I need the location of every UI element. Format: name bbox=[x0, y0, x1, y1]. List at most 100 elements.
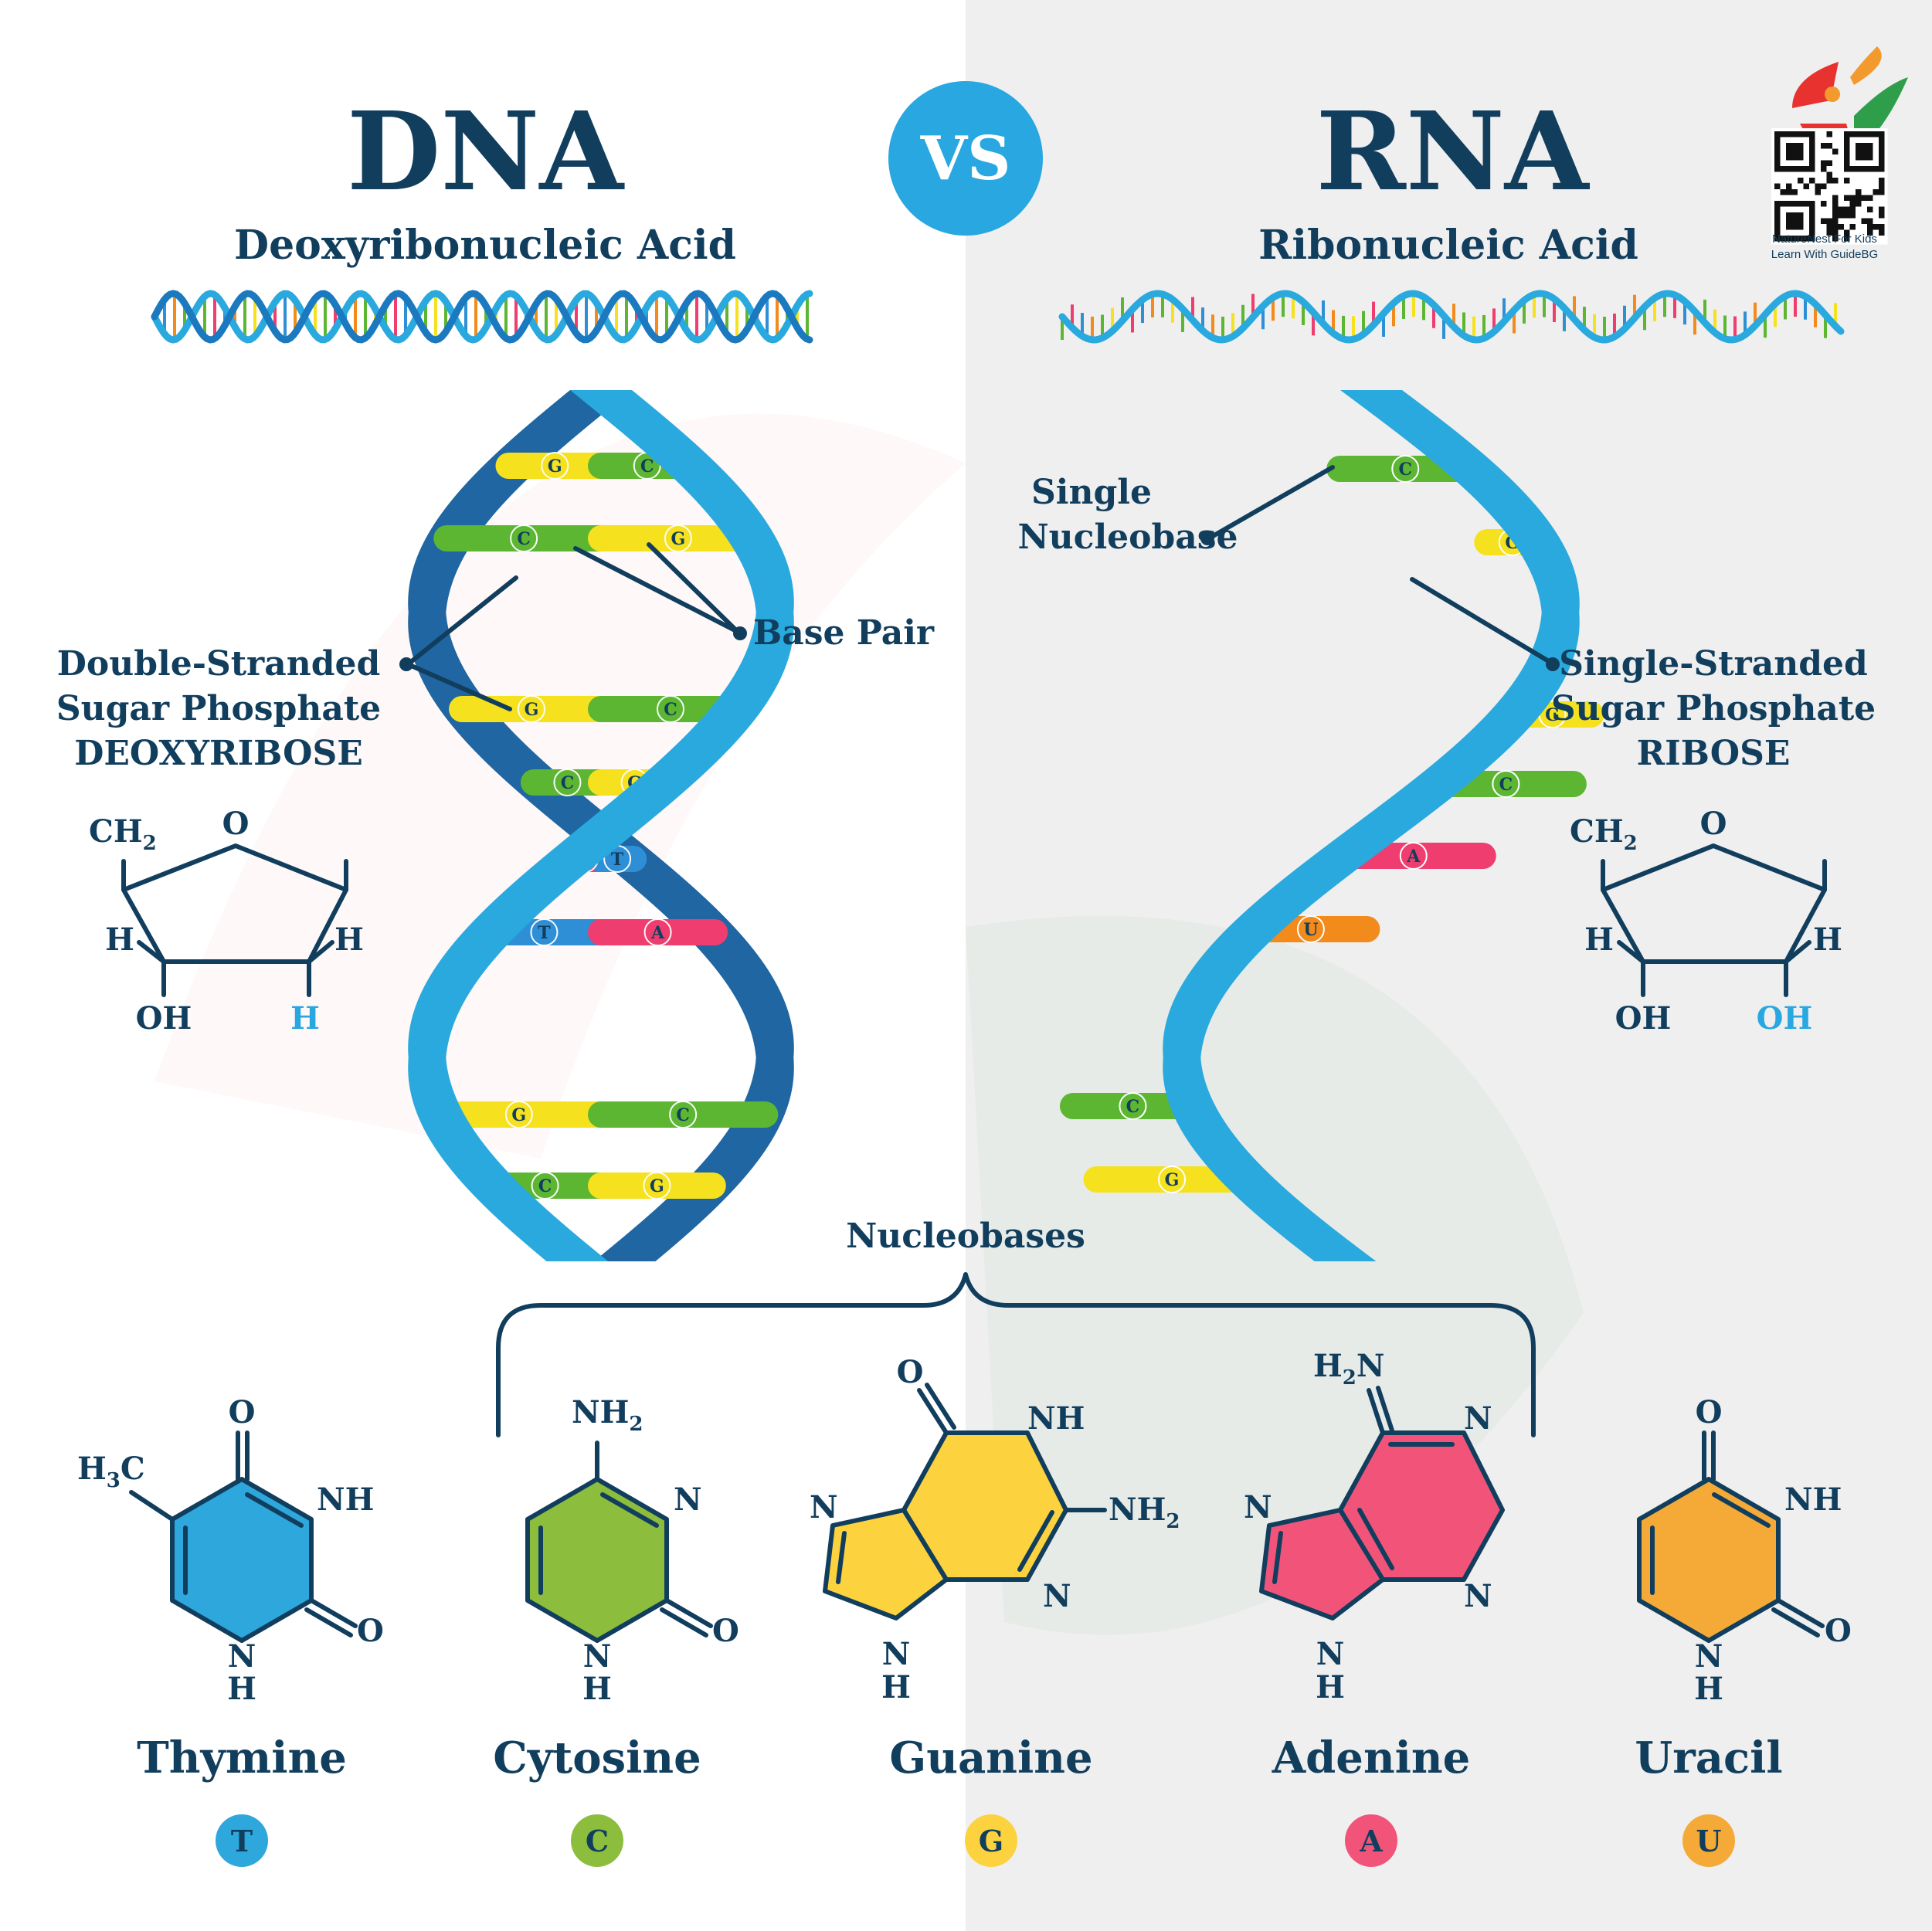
svg-text:H3C: H3C bbox=[77, 1451, 145, 1492]
rna-strip-illustration bbox=[1058, 290, 1845, 344]
rna-base-letter: C bbox=[1126, 1097, 1140, 1117]
svg-text:O: O bbox=[222, 806, 250, 842]
nucleobase-name: Cytosine bbox=[493, 1732, 701, 1783]
rna-base-letter: C bbox=[1499, 775, 1513, 795]
svg-text:N: N bbox=[1043, 1578, 1071, 1614]
svg-text:O: O bbox=[1825, 1613, 1852, 1649]
svg-text:H: H bbox=[1694, 1671, 1723, 1707]
rna-strand-label-3: RIBOSE bbox=[1637, 734, 1791, 773]
svg-text:N: N bbox=[674, 1481, 702, 1518]
svg-text:O: O bbox=[712, 1613, 739, 1649]
svg-text:NH2: NH2 bbox=[1109, 1492, 1180, 1533]
svg-text:H: H bbox=[1316, 1669, 1345, 1705]
brand-text: NatureNest For Kids Learn With GuideBG bbox=[1747, 232, 1902, 263]
qr-code bbox=[1771, 128, 1888, 245]
deoxyribose-structure: CH2 O H H OH H bbox=[89, 806, 364, 1037]
base-letter: G bbox=[525, 700, 539, 720]
vs-label: VS bbox=[920, 124, 1011, 194]
nucleobase-name: Thymine bbox=[137, 1732, 347, 1783]
svg-text:N: N bbox=[882, 1636, 911, 1672]
svg-text:H: H bbox=[1813, 921, 1842, 958]
svg-text:NH: NH bbox=[1027, 1400, 1085, 1437]
svg-text:O: O bbox=[229, 1394, 256, 1430]
uracil-structure: O NH O N H bbox=[1637, 1394, 1852, 1707]
svg-text:NH: NH bbox=[317, 1481, 374, 1518]
svg-text:O: O bbox=[357, 1613, 384, 1649]
svg-text:N: N bbox=[583, 1638, 612, 1675]
dna-strip-illustration bbox=[151, 290, 813, 344]
nucleobase-badge-letter: G bbox=[979, 1824, 1003, 1858]
svg-text:NH: NH bbox=[1784, 1481, 1842, 1518]
dna-strand-label-1: Double-Stranded bbox=[57, 644, 381, 684]
nucleobase-badge bbox=[1682, 1814, 1735, 1867]
svg-text:O: O bbox=[897, 1354, 924, 1390]
svg-text:H: H bbox=[105, 921, 134, 958]
nucleobase-badge bbox=[965, 1814, 1017, 1867]
dna-strand-label-3: DEOXYRIBOSE bbox=[74, 734, 363, 773]
single-nucleobase-callout: Single Nucleobase bbox=[1017, 465, 1335, 557]
svg-text:CH2: CH2 bbox=[1570, 813, 1638, 855]
cytosine-structure: NH2 N O N H bbox=[525, 1394, 739, 1707]
single-nucleobase-label-1: Single bbox=[1031, 473, 1152, 512]
svg-text:N: N bbox=[1695, 1638, 1723, 1675]
base-letter: C bbox=[664, 700, 677, 720]
base-pair-label: Base Pair bbox=[753, 613, 935, 653]
nucleobase-badge bbox=[571, 1814, 623, 1867]
dna-front-strand bbox=[408, 390, 794, 1261]
ribose-structure: CH2 O H H OH OH bbox=[1570, 806, 1842, 1037]
rna-strand bbox=[1163, 390, 1580, 1261]
nucleobase-badge bbox=[216, 1814, 268, 1867]
svg-text:H2N: H2N bbox=[1313, 1348, 1384, 1390]
nucleobase-badge-letter: A bbox=[1359, 1824, 1383, 1858]
rna-strand-label-1: Single-Stranded bbox=[1559, 644, 1868, 684]
deoxyribose-h-highlight: H bbox=[290, 1000, 320, 1037]
nucleobase-name: Uracil bbox=[1635, 1732, 1782, 1783]
svg-text:N: N bbox=[228, 1638, 256, 1675]
base-letter: C bbox=[676, 1105, 690, 1125]
svg-text:H: H bbox=[881, 1669, 911, 1705]
single-nucleobase-label-2: Nucleobase bbox=[1017, 518, 1238, 557]
svg-text:O: O bbox=[1700, 806, 1727, 842]
ribose-oh-highlight: OH bbox=[1757, 1000, 1813, 1037]
svg-text:H: H bbox=[227, 1671, 256, 1707]
base-letter: A bbox=[650, 923, 665, 943]
svg-text:OH: OH bbox=[136, 1000, 192, 1037]
rna-base-letter: G bbox=[1545, 705, 1560, 725]
thymine-structure: O NH O N H H3C bbox=[77, 1394, 384, 1707]
svg-text:N: N bbox=[1464, 1578, 1492, 1614]
svg-text:N: N bbox=[1244, 1489, 1272, 1525]
nucleobase-badge-letter: C bbox=[586, 1824, 609, 1858]
rna-base-letter: U bbox=[1303, 920, 1318, 940]
nucleobase-badge-letter: T bbox=[231, 1824, 253, 1858]
svg-text:N: N bbox=[1316, 1636, 1345, 1672]
base-letter: C bbox=[640, 456, 654, 477]
nucleobases-bracket: Nucleobases bbox=[496, 1217, 1536, 1437]
svg-text:N: N bbox=[810, 1489, 838, 1525]
dna-title: DNA bbox=[347, 89, 625, 215]
base-letter: T bbox=[538, 923, 551, 943]
dna-strand-callout: Double-Stranded Sugar Phosphate DEOXYRIB… bbox=[56, 575, 518, 773]
rna-strand-callout: Single-Stranded Sugar Phosphate RIBOSE bbox=[1410, 577, 1876, 773]
base-letter: G bbox=[671, 529, 685, 549]
base-pair-callout: Base Pair bbox=[573, 542, 935, 653]
brand-line-1: NatureNest For Kids bbox=[1772, 232, 1877, 246]
guanine-structure: O NH NH2 N N N H bbox=[810, 1354, 1180, 1705]
svg-text:H: H bbox=[334, 921, 364, 958]
nucleobase-name: Adenine bbox=[1272, 1732, 1471, 1783]
nucleobases-label: Nucleobases bbox=[846, 1217, 1085, 1256]
base-letter: C bbox=[561, 773, 575, 793]
base-letter: G bbox=[548, 456, 562, 477]
base-letter: G bbox=[650, 1176, 664, 1196]
base-letter: T bbox=[611, 850, 624, 870]
vs-badge bbox=[888, 81, 1043, 236]
rna-base-letter: A bbox=[1406, 847, 1421, 867]
svg-text:H: H bbox=[1584, 921, 1614, 958]
base-letter: G bbox=[511, 1105, 526, 1125]
svg-text:H: H bbox=[582, 1671, 612, 1707]
svg-text:N: N bbox=[1464, 1400, 1492, 1437]
rna-title: RNA bbox=[1316, 89, 1591, 215]
dna-strand-label-2: Sugar Phosphate bbox=[56, 689, 381, 728]
